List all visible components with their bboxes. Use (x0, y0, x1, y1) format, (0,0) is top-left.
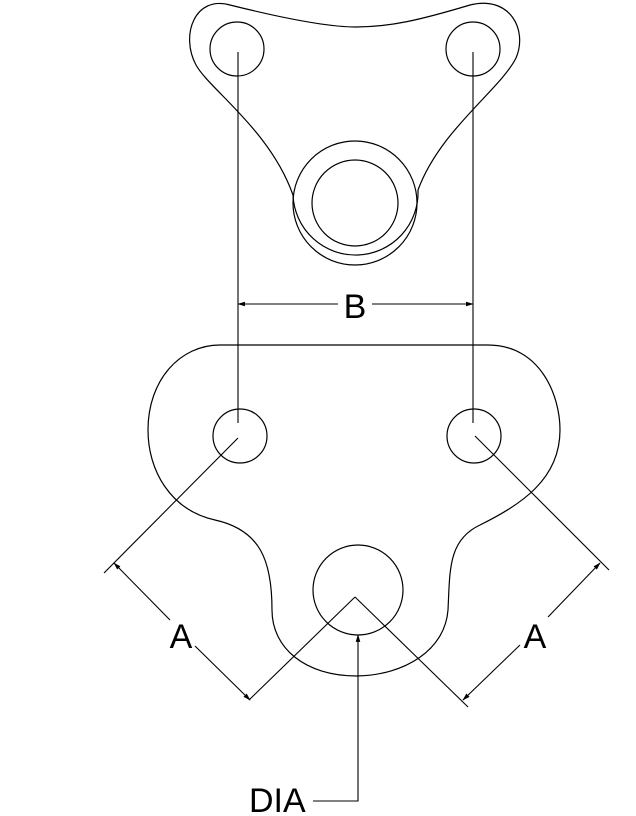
label-a-right: A (524, 618, 547, 656)
label-b: B (344, 288, 367, 326)
bottom-plate (147, 344, 561, 677)
label-dia: DIA (249, 782, 306, 816)
bottom-right-hole (446, 408, 502, 464)
dimension-b: B (237, 288, 474, 326)
dimension-a-right: A (462, 562, 601, 701)
center-hole (312, 544, 404, 636)
top-left-hole (209, 21, 265, 77)
boss-outer (292, 140, 418, 266)
top-plate (189, 2, 521, 266)
boss-inner (311, 159, 399, 247)
dia-leader: DIA (249, 634, 361, 816)
bottom-left-hole (212, 408, 268, 464)
label-a-left: A (170, 618, 193, 656)
dimension-a-left: A (113, 562, 251, 701)
